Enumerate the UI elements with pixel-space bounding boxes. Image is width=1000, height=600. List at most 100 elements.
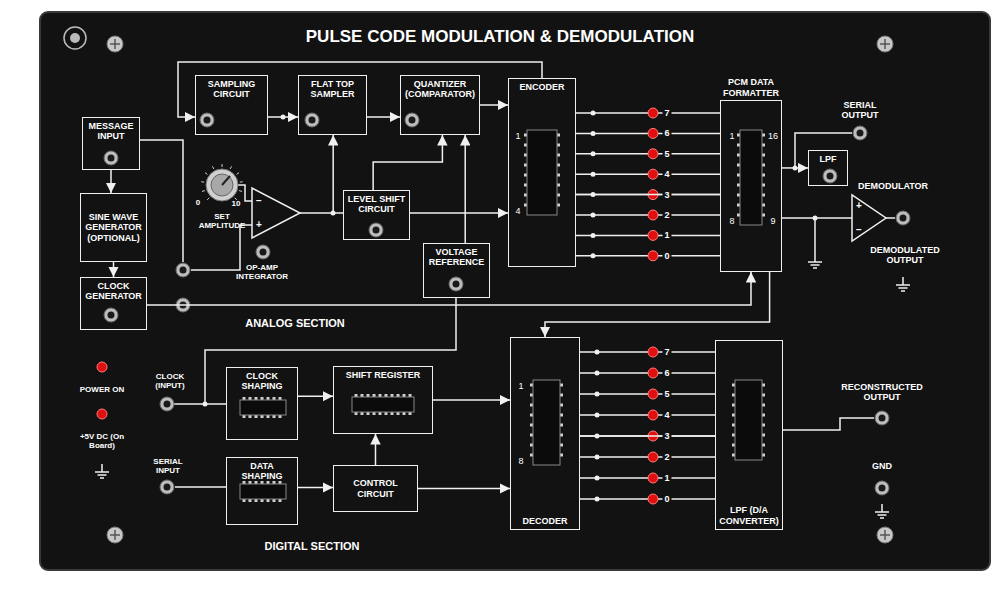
ground-symbol bbox=[808, 254, 822, 268]
block-label: CONTROL CIRCUIT bbox=[336, 478, 415, 499]
signal-wire bbox=[268, 116, 298, 118]
block-label: PCM DATA FORMATTER bbox=[706, 77, 796, 98]
led-indicator bbox=[648, 149, 658, 159]
circuit-block: QUANTIZER (COMPARATOR) bbox=[400, 75, 480, 135]
bus-wire bbox=[576, 194, 720, 196]
test-jack bbox=[449, 277, 463, 291]
pin-number: 8 bbox=[518, 456, 523, 466]
signal-wire bbox=[298, 487, 333, 489]
panel-label: CLOCK (INPUT) bbox=[146, 372, 194, 390]
junction-dot bbox=[591, 233, 596, 238]
led-indicator bbox=[648, 230, 658, 240]
opamp-input-wire bbox=[191, 225, 252, 270]
panel-label: − bbox=[256, 195, 262, 207]
block-label: LPF (D/A CONVERTER) bbox=[718, 505, 780, 526]
circuit-block: LPF (D/A CONVERTER) bbox=[715, 340, 783, 530]
ground-symbol bbox=[875, 504, 889, 518]
ic-chip bbox=[240, 484, 286, 499]
jack-hole bbox=[373, 227, 380, 234]
pin-number: 8 bbox=[729, 216, 734, 226]
test-jack bbox=[256, 245, 270, 259]
opamp-output-wire bbox=[300, 212, 333, 214]
signal-wire bbox=[333, 135, 343, 213]
led-indicator bbox=[648, 128, 658, 138]
block-label: ENCODER bbox=[511, 82, 573, 92]
knob-tick bbox=[240, 181, 243, 182]
signal-wire bbox=[580, 435, 715, 437]
jack-hole bbox=[309, 117, 316, 124]
knob-cap bbox=[211, 174, 233, 196]
amplitude-wire bbox=[238, 185, 252, 201]
ic-chip bbox=[352, 397, 414, 412]
led-indicator bbox=[648, 347, 658, 357]
panel-title: PULSE CODE MODULATION & DEMODULATION bbox=[0, 27, 1000, 47]
pin-number: 4 bbox=[515, 206, 520, 216]
demodulator-output-wire bbox=[886, 217, 895, 219]
junction-dot bbox=[591, 151, 596, 156]
panel-screw bbox=[877, 36, 893, 52]
signal-wire bbox=[545, 272, 770, 337]
block-label: QUANTIZER (COMPARATOR) bbox=[403, 79, 477, 100]
knob-tick bbox=[230, 166, 231, 169]
led-number: 5 bbox=[662, 149, 671, 159]
junction-dot bbox=[595, 350, 600, 355]
circuit-block: FLAT TOP SAMPLER bbox=[298, 75, 367, 135]
led-indicator bbox=[648, 169, 658, 179]
signal-wire bbox=[373, 135, 442, 190]
jack-hole bbox=[108, 312, 115, 319]
panel-label: OP-AMP INTEGRATOR bbox=[226, 263, 298, 281]
logo bbox=[64, 27, 86, 49]
led-number: 7 bbox=[662, 108, 671, 118]
test-jack bbox=[369, 223, 383, 237]
led-indicator bbox=[97, 362, 107, 372]
knob-tick bbox=[201, 181, 204, 182]
screw-slot bbox=[110, 530, 120, 540]
junction-dot bbox=[595, 497, 600, 502]
serial-input-wire bbox=[175, 486, 226, 488]
test-jack bbox=[405, 113, 419, 127]
led-number: 4 bbox=[662, 410, 671, 420]
block-label: DECODER bbox=[513, 516, 577, 526]
panel-label: 0 bbox=[196, 198, 200, 207]
ic-chip bbox=[740, 130, 762, 225]
knob-tick bbox=[207, 198, 209, 200]
led-number: 5 bbox=[662, 389, 671, 399]
block-label: MESSAGE INPUT bbox=[85, 121, 137, 142]
clock-input-wire bbox=[167, 298, 456, 404]
circuit-block: SAMPLING CIRCUIT bbox=[195, 75, 268, 135]
signal-wire bbox=[464, 135, 466, 243]
junction-dot bbox=[591, 213, 596, 218]
opamp-symbol bbox=[252, 188, 300, 238]
block-label: SINE WAVE GENERATOR (OPTIONAL) bbox=[83, 212, 144, 243]
junction-dot bbox=[595, 455, 600, 460]
junction-dot bbox=[591, 111, 596, 116]
panel-label: RECONSTRUCTED OUTPUT bbox=[827, 382, 937, 403]
led-number: 6 bbox=[662, 128, 671, 138]
test-jack bbox=[896, 211, 910, 225]
panel-label: DEMODULATOR bbox=[858, 181, 928, 191]
demodulator-input-wire bbox=[782, 218, 852, 254]
panel-label: ANALOG SECTION bbox=[245, 317, 345, 330]
test-jack bbox=[160, 480, 174, 494]
circuit-block: CLOCK SHAPING bbox=[226, 367, 298, 440]
logo-core bbox=[70, 33, 80, 43]
jack-hole bbox=[180, 267, 187, 274]
junction-dot bbox=[203, 402, 208, 407]
block-label: DATA SHAPING bbox=[229, 461, 295, 482]
junction-dot bbox=[595, 476, 600, 481]
led-indicator bbox=[97, 409, 107, 419]
junction-dot bbox=[595, 371, 600, 376]
jack-hole bbox=[164, 401, 171, 408]
test-jack bbox=[853, 126, 867, 140]
knob-tick bbox=[222, 164, 223, 167]
junction-dot bbox=[595, 392, 600, 397]
ic-chip bbox=[527, 130, 557, 215]
signal-wire bbox=[178, 62, 542, 117]
junction-dot bbox=[595, 413, 600, 418]
reconstructed-wire bbox=[783, 418, 874, 430]
test-jack bbox=[305, 113, 319, 127]
led-number: 7 bbox=[662, 347, 671, 357]
knob-tick bbox=[205, 173, 207, 175]
led-indicator bbox=[648, 473, 658, 483]
signal-wire bbox=[576, 194, 720, 196]
